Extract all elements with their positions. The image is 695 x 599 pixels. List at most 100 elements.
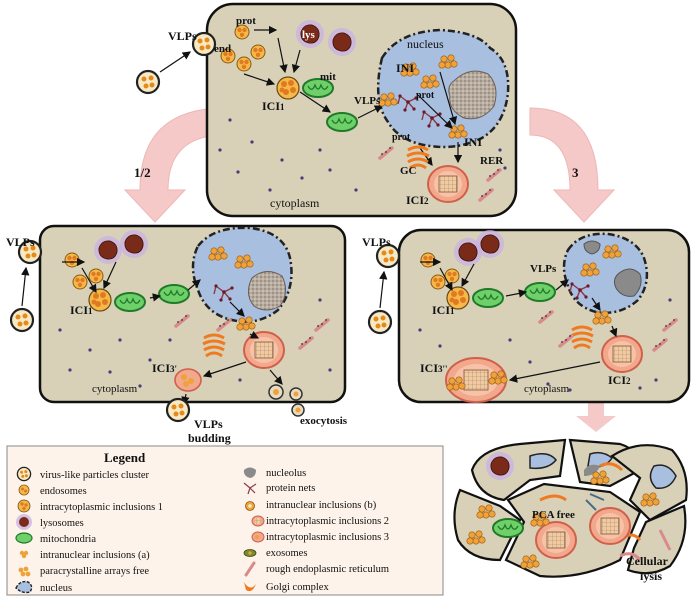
mitochondria: [326, 112, 358, 132]
legend-right-item-0: nucleolus: [266, 468, 306, 479]
label-vlps-right: VLPs: [362, 235, 391, 249]
legend-right-item-6: rough endoplasmic reticulum: [266, 564, 389, 575]
label-mit: mit: [320, 71, 336, 83]
endosome-icon: [18, 484, 30, 496]
ici3-icon: [251, 531, 265, 543]
legend-left-items: virus-like particles cluster endosomes int…: [40, 470, 163, 594]
mitochondria: [472, 288, 504, 308]
label-gc: GC: [400, 165, 417, 177]
lysed-cell: PCA free: [453, 438, 688, 578]
lysosome: [327, 27, 357, 57]
label-prot-nucleus: prot: [416, 90, 435, 101]
label-prot-lower: prot: [392, 132, 411, 143]
mitochondria: [158, 284, 190, 304]
legend-right-item-1: protein nets: [266, 483, 315, 494]
lysosome: [119, 229, 149, 259]
legend-title: Legend: [104, 450, 146, 465]
label-cytoplasm: cytoplasm: [270, 196, 320, 210]
ici3-inclusion: [174, 368, 202, 392]
arrow-to-right-panel: [529, 107, 616, 223]
label-ici3: ICI3'': [420, 361, 448, 375]
ici3-large-inclusion: [445, 357, 508, 403]
nucleolus-icon: [243, 467, 256, 478]
legend-left-item-0: virus-like particles cluster: [40, 470, 150, 481]
legend-left-item-4: mitochondria: [40, 534, 96, 545]
label-pca-free: PCA free: [532, 509, 575, 521]
legend-right-item-7: Golgi complex: [266, 582, 329, 593]
vlp-cluster: [135, 69, 161, 95]
nucleolus: [448, 70, 497, 120]
ini-b-icon: [245, 501, 255, 511]
legend-left-item-2: intracytoplasmic inclusions 1: [40, 502, 163, 513]
legend-left-item-1: endosomes: [40, 486, 87, 497]
label-ini-bottom: INI: [464, 135, 482, 149]
ini-a-icon: [19, 550, 29, 559]
ici2-icon: [251, 515, 265, 527]
label-cellular: Cellular: [626, 554, 669, 568]
label-vlps-left: VLPs: [6, 235, 35, 249]
left-cell: ICI1 ICI3' cytoplasm: [38, 224, 347, 406]
mitochondria: [524, 282, 556, 302]
label-rer: RER: [480, 155, 504, 167]
mitochondria: [114, 292, 146, 312]
vlp-budding-cluster: [165, 397, 191, 423]
label-cytoplasm: cytoplasm: [524, 383, 570, 395]
label-end: end: [214, 43, 231, 55]
label-vlps-inner: VLPs: [354, 95, 381, 107]
golgi-icon: [244, 582, 256, 592]
label-ici1: ICI1: [70, 303, 93, 317]
legend-right-items: nucleolus protein nets intranuclear inclus…: [266, 468, 389, 593]
mitochondria-icon: [15, 532, 33, 544]
nucleus-icon: [15, 580, 33, 594]
ici1-icon: [17, 499, 31, 513]
legend: Legend virus-like particles cluster endos…: [6, 445, 444, 596]
label-ici1: ICI1: [432, 303, 455, 317]
legend-right-item-5: exosomes: [266, 548, 307, 559]
ici1-inclusion: [276, 76, 300, 100]
label-prot: prot: [236, 15, 256, 27]
label-ici2: ICI2: [608, 373, 631, 387]
protein-net-icon: [243, 482, 257, 495]
exosome-release: [291, 403, 305, 417]
ici2-inclusion: [601, 335, 643, 373]
label-ini-top: INI: [396, 61, 414, 75]
label-cytoplasm: cytoplasm: [92, 383, 138, 395]
label-vlps-top: VLPs: [168, 29, 197, 43]
legend-left-item-5: intranuclear inclusions (a): [40, 550, 150, 561]
step-label-1-2: 1/2: [134, 165, 151, 180]
vlp-cluster-icon: [16, 466, 32, 482]
vlp-cluster: [9, 307, 35, 333]
right-cell: VLPs ICI1 ICI3'' ICI2 cytoplasm: [397, 228, 691, 404]
legend-left-item-6: paracrystalline arrays free: [40, 566, 149, 577]
ici2-inclusion: [243, 331, 285, 369]
label-lysis: lysis: [640, 569, 662, 583]
arrow-to-lysed-cell: [576, 402, 616, 432]
arrow-to-left-panel: [123, 107, 226, 223]
exosome-group: [268, 384, 303, 401]
label-vlps-inner: VLPs: [530, 263, 557, 275]
legend-right-item-3: intracytoplasmic inclusions 2: [266, 516, 389, 527]
label-exocytosis: exocytosis: [300, 415, 348, 427]
label-ici2: ICI2: [406, 193, 429, 207]
ici2-inclusion: [427, 165, 469, 203]
label-lys: lys: [302, 29, 316, 41]
lysosome-icon: [16, 514, 32, 530]
legend-left-item-3: lysosomes: [40, 518, 84, 529]
label-ici1: ICI1: [262, 99, 285, 113]
label-vlps-budding: VLPs: [194, 417, 223, 431]
label-nucleus: nucleus: [407, 37, 444, 51]
legend-right-item-2: intranuclear inclusions (b): [266, 500, 377, 511]
exosome-icon: [243, 549, 257, 557]
rer-icon: [244, 561, 256, 577]
lysosome: [93, 235, 123, 265]
lysosome: [475, 229, 505, 259]
label-ici3: ICI3': [152, 361, 177, 375]
legend-right-item-4: intracytoplasmic inclusions 3: [266, 532, 389, 543]
label-budding: budding: [188, 431, 231, 445]
legend-left-item-7: nucleus: [40, 583, 72, 594]
top-cell: prot lys end ICI1 mit nucleus INI prot V…: [135, 2, 518, 218]
paracrystalline-icon: [18, 566, 31, 577]
step-label-3: 3: [572, 165, 579, 180]
vlp-cluster: [367, 309, 393, 335]
